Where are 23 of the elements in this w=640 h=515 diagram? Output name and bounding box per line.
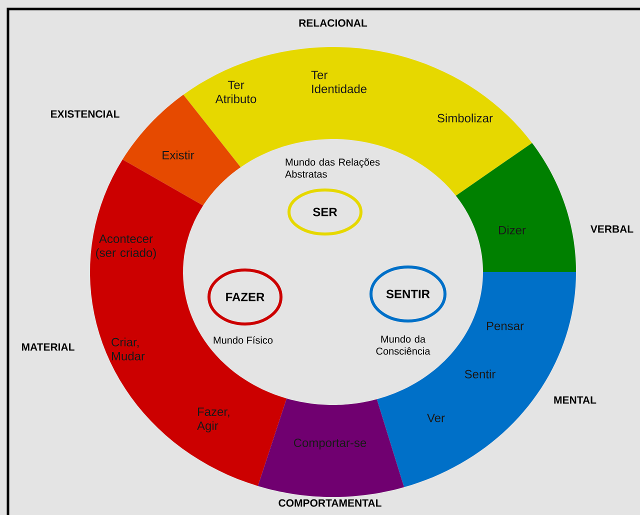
category-label: RELACIONAL: [299, 19, 368, 27]
category-label: COMPORTAMENTAL: [278, 499, 382, 507]
process-label: Fazer, Agir: [197, 408, 230, 432]
category-label: VERBAL: [590, 225, 634, 233]
ellipse-label: FAZER: [208, 268, 282, 326]
process-label: Existir: [162, 150, 194, 160]
ellipse-label: SER: [288, 188, 362, 236]
world-label: Mundo Físico: [214, 336, 273, 344]
process-label: Ter Identidade: [311, 70, 366, 94]
process-label: Acontecer (ser criado): [96, 234, 156, 260]
process-label: Criar, Mudar: [112, 338, 145, 360]
world-label: Mundo das Relações Abstratas: [285, 158, 380, 178]
process-label: Sentir: [464, 370, 496, 378]
process-label: Simbolizar: [438, 114, 493, 122]
process-label: Ver: [427, 414, 445, 422]
world-label: Mundo da Consciência: [376, 335, 430, 355]
category-label: MENTAL: [554, 396, 596, 404]
category-label: MATERIAL: [22, 343, 74, 351]
process-label: Ter Atributo: [215, 80, 256, 104]
process-label: Dizer: [499, 226, 526, 234]
ellipse-label: SENTIR: [370, 266, 446, 322]
process-label: Pensar: [486, 322, 524, 330]
process-label: Comportar-se: [294, 438, 366, 450]
